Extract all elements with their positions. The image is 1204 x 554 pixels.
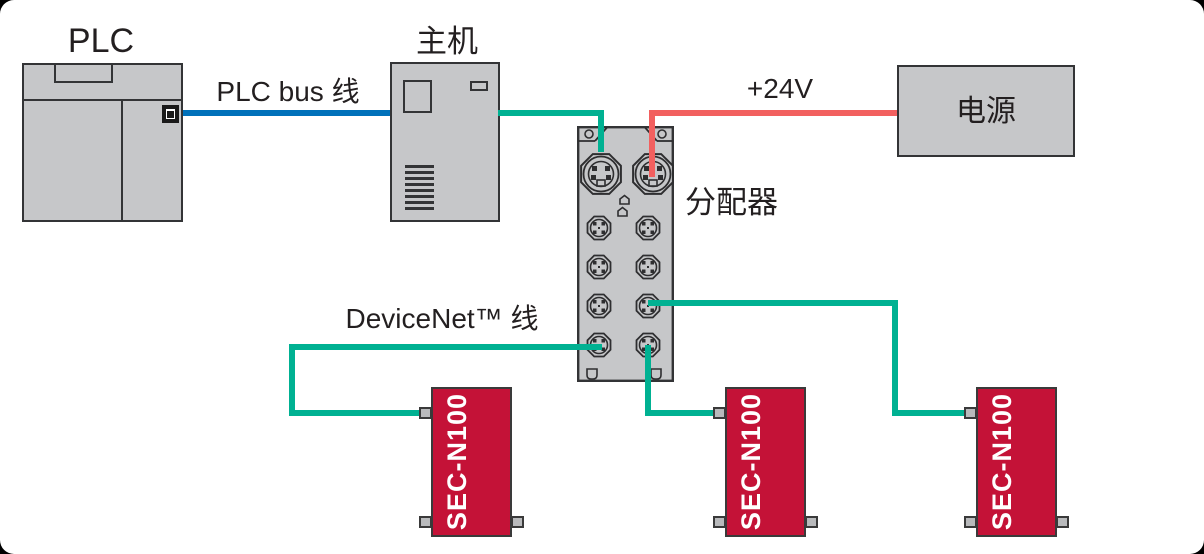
host-vent-line bbox=[405, 171, 434, 174]
host-box bbox=[390, 62, 500, 222]
plus-24v-label: +24V bbox=[746, 73, 814, 104]
devicenet-wire-c-h2 bbox=[892, 410, 970, 416]
trunk-connector-icon bbox=[580, 153, 622, 195]
sensor-label: SEC-N100 bbox=[986, 393, 1017, 531]
sensor-box bbox=[431, 387, 512, 537]
drop-port-icon bbox=[635, 254, 661, 280]
devicenet-wire-b-v bbox=[645, 345, 651, 416]
sensor-mount-tab bbox=[511, 516, 524, 528]
sensor-box bbox=[725, 387, 806, 537]
sensor-mount-tab bbox=[1056, 516, 1069, 528]
power-supply-label: 电源 bbox=[956, 94, 1016, 128]
host-vent-line bbox=[405, 183, 434, 186]
drop-port-icon bbox=[586, 254, 612, 280]
devicenet-wire-c-h1 bbox=[648, 300, 898, 306]
sensor-mount-tab bbox=[805, 516, 818, 528]
plc-box bbox=[21, 62, 183, 222]
drop-port-icon bbox=[586, 293, 612, 319]
host-to-distributor-wire-h bbox=[498, 110, 604, 116]
sensor-box bbox=[976, 387, 1057, 537]
sensor-label: SEC-N100 bbox=[735, 393, 766, 531]
drop-port-icon bbox=[635, 215, 661, 241]
devicenet-wire-c-v bbox=[892, 300, 898, 416]
devicenet-wire-a-h1 bbox=[289, 344, 602, 350]
drop-port-icon bbox=[586, 215, 612, 241]
plc-label: PLC bbox=[67, 22, 135, 60]
host-slot-icon bbox=[470, 81, 488, 91]
mount-hole-icon bbox=[584, 129, 594, 139]
bottom-tab-icon bbox=[650, 368, 662, 380]
devicenet-wire-a-v bbox=[289, 344, 295, 416]
plc-bus-wire bbox=[183, 110, 390, 116]
host-to-distributor-wire-v bbox=[598, 110, 604, 152]
mount-hole-icon bbox=[657, 129, 667, 139]
host-vent-line bbox=[405, 207, 434, 210]
plc-port-icon bbox=[162, 105, 179, 123]
host-display-icon bbox=[403, 80, 432, 113]
host-vent-line bbox=[405, 177, 434, 180]
bottom-tab-icon bbox=[586, 368, 598, 380]
host-vent-line bbox=[405, 201, 434, 204]
devicenet-wire-a-h2 bbox=[289, 410, 425, 416]
plc-top-notch bbox=[54, 62, 113, 83]
plc-bus-cable-label: PLC bus 线 bbox=[216, 76, 360, 107]
distributor-box bbox=[577, 126, 674, 382]
sensor-label: SEC-N100 bbox=[441, 393, 472, 531]
drop-port-icon bbox=[635, 293, 661, 319]
host-vent-line bbox=[405, 165, 434, 168]
power-supply-box: 电源 bbox=[897, 65, 1075, 157]
devicenet-wire-b-h bbox=[645, 410, 719, 416]
plc-vertical-divider bbox=[120, 101, 123, 222]
host-vent-line bbox=[405, 195, 434, 198]
host-label: 主机 bbox=[416, 24, 478, 59]
host-vent-line bbox=[405, 189, 434, 192]
distributor-label: 分配器 bbox=[685, 185, 778, 220]
devicenet-cable-label: DeviceNet™ 线 bbox=[345, 303, 539, 334]
plc-panel-divider bbox=[21, 98, 183, 101]
power-wire-h bbox=[649, 110, 897, 116]
power-wire-v bbox=[649, 110, 655, 177]
